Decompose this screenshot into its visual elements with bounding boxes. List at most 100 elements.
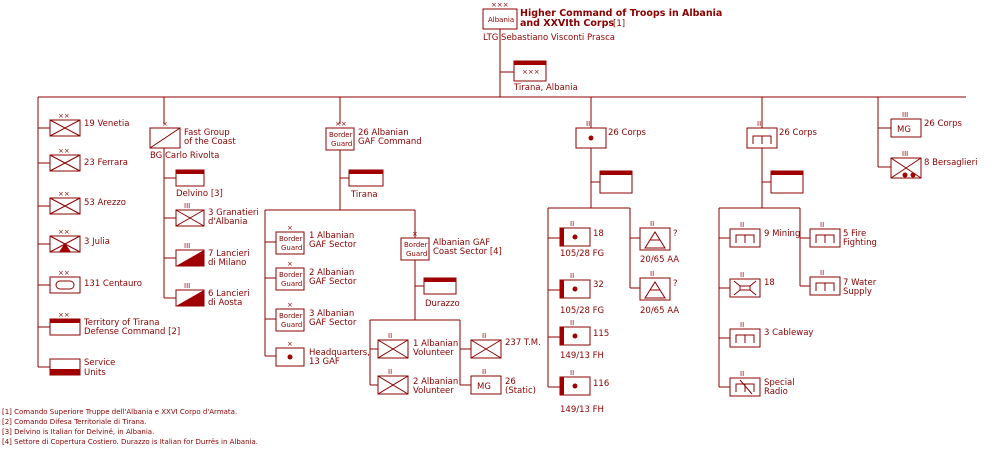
svg-text:II: II <box>740 370 744 378</box>
svg-text:II: II <box>740 271 744 279</box>
col4-unit: 149/13 FH <box>560 351 604 361</box>
footnotes: [1] Comando Superiore Truppe dell'Albani… <box>2 408 258 446</box>
col3-sub-hq: Durazzo <box>425 299 460 309</box>
col2-hq: Delvino [3] <box>176 189 223 199</box>
top-command: ××× Albania Higher Command of Troops in … <box>482 1 722 97</box>
svg-text:II: II <box>650 220 654 228</box>
border-guard-box <box>275 267 305 291</box>
svg-text:×: × <box>287 340 293 348</box>
col5-unit: 9 Mining <box>764 229 800 239</box>
armor-symbol <box>49 276 81 294</box>
col5-unit: Fighting <box>843 238 877 248</box>
col4-unit: ? <box>673 229 678 239</box>
col3-sub-unit: 2 Albanian <box>413 377 458 387</box>
col3-sub1: Albanian GAF <box>433 238 490 248</box>
col3-unit: GAF Sector <box>309 318 357 328</box>
col4-unit: 20/65 AA <box>640 306 679 316</box>
col4-artillery: III 26 Corps II 18 105/28 FG II 32 105/2… <box>547 120 679 415</box>
col2-unit: 3 Granatieri <box>208 208 259 218</box>
svg-text:Guard: Guard <box>281 280 302 288</box>
col1-label-3: 3 Julia <box>84 237 110 247</box>
svg-text:××: ×× <box>335 120 347 128</box>
border-guard-box <box>275 308 305 332</box>
col3-label2: GAF Command <box>358 137 422 147</box>
mg-symbol <box>470 375 502 395</box>
col3-unit: GAF Sector <box>309 277 357 287</box>
col3-sub-unit: 1 Albanian <box>413 339 458 349</box>
col3-hq: Tirana <box>350 190 378 200</box>
col2-commander: BG Carlo Rivolta <box>150 151 219 161</box>
col3-sub2: Coast Sector [4] <box>433 247 502 257</box>
svg-text:III: III <box>184 202 190 210</box>
col1-label-0: 19 Venetia <box>84 119 129 129</box>
svg-text:×: × <box>162 120 168 128</box>
svg-text:II: II <box>482 332 486 340</box>
top-commander: LTG Sebastiano Visconti Prasca <box>483 33 615 43</box>
col1-label-6: Defense Command [2] <box>84 327 180 337</box>
svg-text:III: III <box>902 111 908 119</box>
svg-text:III: III <box>586 120 592 128</box>
svg-text:×: × <box>287 301 293 309</box>
svg-text:Border: Border <box>404 241 428 249</box>
col4-label: 26 Corps <box>608 128 647 138</box>
svg-text:××: ×× <box>58 228 70 236</box>
col3-unit: GAF Sector <box>309 240 357 250</box>
svg-text:III: III <box>757 120 763 128</box>
col4-unit: 18 <box>593 229 604 239</box>
svg-text:×: × <box>412 230 418 238</box>
col5-engineers: III 26 Corps II 9 Mining II 18 II 3 Cabl… <box>718 120 877 397</box>
svg-text:II: II <box>570 369 574 377</box>
col4-unit: 32 <box>593 280 604 290</box>
col3-unit: 1 Albanian <box>309 231 354 241</box>
svg-text:II: II <box>570 220 574 228</box>
col1-label-2: 53 Arezzo <box>84 198 126 208</box>
col1-label-4: 131 Centauro <box>84 279 142 289</box>
svg-text:MG: MG <box>477 382 491 392</box>
svg-text:Border: Border <box>279 271 303 279</box>
svg-text:Guard: Guard <box>331 140 352 148</box>
col3-label1: 26 Albanian <box>358 128 409 138</box>
col4-unit: 105/28 FG <box>560 306 604 316</box>
col3-sub-unit: (Static) <box>505 386 536 396</box>
svg-text:Border: Border <box>279 312 303 320</box>
svg-text:××: ×× <box>58 311 70 319</box>
col5-unit: 7 Water <box>843 278 877 288</box>
svg-text:III: III <box>184 282 190 290</box>
svg-text:×××: ××× <box>522 68 540 76</box>
col2-unit: d'Albania <box>208 217 247 227</box>
top-title-2: and XXVIth Corps <box>520 18 614 29</box>
col3-unit: 3 Albanian <box>309 309 354 319</box>
svg-text:II: II <box>650 270 654 278</box>
svg-text:Border: Border <box>329 131 353 139</box>
col3-border-guard: ×× Border Guard 26 Albanian GAF Command … <box>264 120 541 396</box>
svg-text:II: II <box>740 321 744 329</box>
svg-text:II: II <box>820 221 824 229</box>
col5-unit: 5 Fire <box>843 229 866 239</box>
col3-unit: 2 Albanian <box>309 268 354 278</box>
col2-fast-group: × Fast Group of the Coast BG Carlo Rivol… <box>149 120 259 308</box>
col4-unit: 20/65 AA <box>640 255 679 265</box>
top-echelon: ××× <box>491 1 509 9</box>
col5-unit: 18 <box>764 278 775 288</box>
col2-unit: di Aosta <box>208 298 242 308</box>
svg-text:××: ×× <box>58 190 70 198</box>
col3-sub-unit: Volunteer <box>413 386 454 396</box>
svg-text:Border: Border <box>279 235 303 243</box>
col1-divisions: ×× 19 Venetia ×× 23 Ferrara ×× 53 Arezzo… <box>38 112 180 378</box>
svg-text:MG: MG <box>897 125 911 135</box>
svg-text:II: II <box>570 319 574 327</box>
svg-text:××: ×× <box>58 147 70 155</box>
col4-unit: 149/13 FH <box>560 405 604 415</box>
col1-label-1: 23 Ferrara <box>84 158 128 168</box>
col2-unit: 7 Lancieri <box>208 249 250 259</box>
footnote: [2] Comando Difesa Territoriale di Tiran… <box>2 418 146 426</box>
col6-unit: 8 Bersaglieri <box>924 158 978 168</box>
svg-text:××: ×× <box>58 112 70 120</box>
col1-label-8: Units <box>84 368 106 378</box>
svg-text:×: × <box>287 224 293 232</box>
top-box-label: Albania <box>488 16 514 24</box>
svg-text:II: II <box>740 221 744 229</box>
col1-label-5: Territory of Tirana <box>83 318 159 328</box>
svg-text:II: II <box>388 368 392 376</box>
